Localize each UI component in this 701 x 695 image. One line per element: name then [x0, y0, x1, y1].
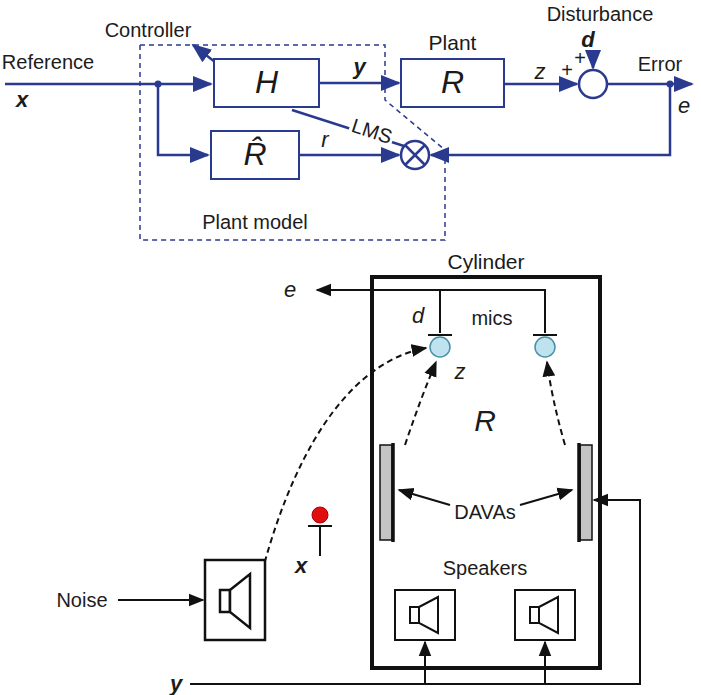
dava-surface [393, 443, 579, 542]
signal-label: LMS [347, 114, 397, 149]
microphone [430, 337, 555, 357]
drive-wire [118, 599, 203, 601]
acoustic-path [262, 348, 426, 572]
junction-dot [155, 81, 162, 88]
signal-label: Plant model [202, 211, 308, 233]
noise-speaker [205, 560, 265, 640]
multiplier [401, 141, 429, 169]
multiplier [401, 141, 429, 169]
reference-mic [308, 507, 332, 556]
drive-wire [190, 500, 640, 684]
reference-mic [308, 526, 332, 556]
signal-label: Error [638, 53, 682, 75]
reference-mic [312, 507, 328, 523]
signal-wire [193, 45, 215, 62]
speaker [410, 607, 419, 623]
multiplier [405, 145, 425, 165]
noise-speaker [220, 590, 230, 612]
signal-label: d [412, 304, 424, 328]
signal-label: y [170, 672, 182, 695]
signal-label: + [574, 47, 586, 69]
drive-wire [424, 642, 426, 684]
node-symbol: R̂ [243, 137, 266, 172]
signal-label: Disturbance [547, 3, 654, 25]
signal-label: y [353, 55, 365, 79]
mic-wire [317, 290, 557, 335]
signal-label: z [535, 60, 546, 84]
signal-wire [5, 83, 211, 86]
speaker [515, 590, 575, 640]
acoustic-path [405, 362, 436, 445]
signal-label: Noise [56, 589, 107, 611]
label-pointer [520, 490, 572, 505]
signal-label: e [284, 278, 296, 302]
dava-surface [393, 443, 579, 542]
speaker [419, 597, 438, 633]
mic-wire [428, 334, 557, 336]
node-symbol: H [255, 65, 278, 100]
signal-label: R [474, 404, 496, 437]
dava-panel [380, 445, 592, 540]
signal-label: z [455, 360, 466, 384]
noise-speaker [230, 574, 250, 628]
microphone [430, 337, 450, 357]
signal-wire [592, 54, 595, 68]
signal-label: + [561, 59, 573, 81]
mic-wire [439, 290, 441, 333]
signal-connector [320, 82, 399, 85]
node-heading: Cylinder [447, 250, 524, 273]
signal-label: Controller [105, 19, 192, 41]
signal-wire [158, 84, 208, 155]
cylinder-enclosure: Cylinder [370, 275, 602, 670]
drive-wire [544, 642, 546, 684]
dava-panel [580, 445, 592, 540]
signal-wire [607, 83, 692, 86]
signal-label: Reference [2, 51, 94, 73]
controller-box: H [213, 58, 320, 108]
summing-junction [579, 70, 607, 98]
label-pointer [399, 490, 450, 505]
signal-label: x [16, 88, 28, 112]
drive-wire [118, 500, 640, 684]
speaker [395, 590, 455, 640]
signal-label: mics [471, 307, 512, 329]
dava-panel [380, 445, 392, 540]
signal-wire [5, 45, 692, 155]
microphone [535, 337, 555, 357]
signal-wire [300, 154, 399, 157]
speaker [530, 607, 539, 623]
speaker [539, 597, 558, 633]
signal-label: Speakers [443, 557, 528, 579]
acoustic-path [262, 348, 565, 572]
speaker [395, 590, 575, 640]
junction-dot [667, 81, 674, 88]
signal-label: r [321, 128, 328, 152]
node-heading: Plant [429, 31, 477, 54]
signal-label: x [295, 554, 307, 578]
mic-wire [317, 290, 545, 333]
plant-model-box: R̂ [210, 130, 300, 180]
signal-label: DAVAs [454, 501, 516, 523]
acoustic-path [547, 362, 565, 445]
node-symbol: R [441, 65, 464, 100]
plant-box: PlantR [400, 58, 505, 108]
signal-label: e [678, 94, 690, 118]
summing-junction [579, 70, 607, 98]
noise-speaker [205, 560, 265, 640]
